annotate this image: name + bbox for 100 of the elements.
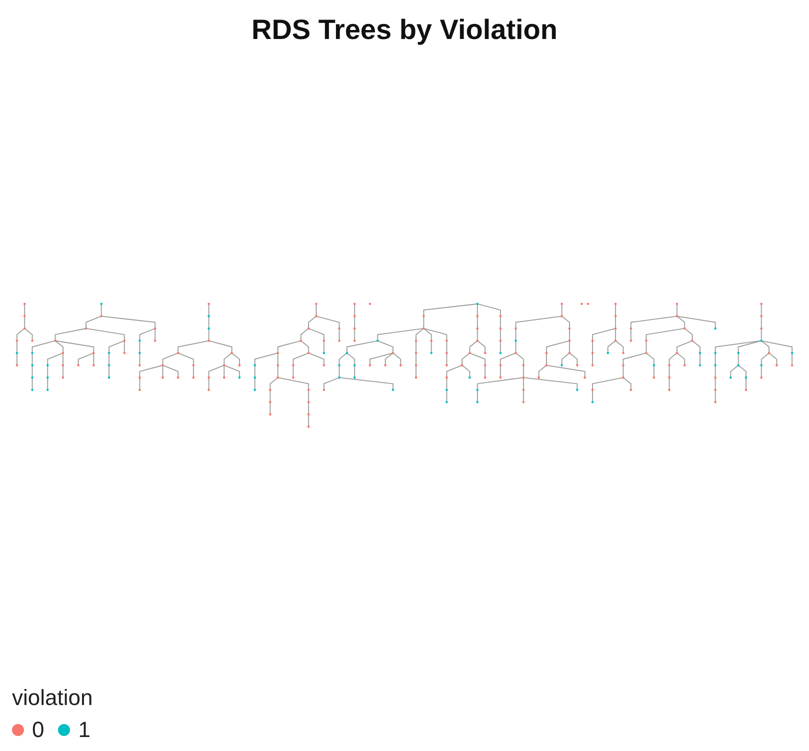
node-circle [499, 340, 502, 342]
connector [500, 353, 516, 366]
connector [354, 304, 356, 316]
connector [646, 341, 647, 353]
node-circle [307, 401, 310, 404]
connector [277, 340, 301, 353]
node-circle [691, 340, 694, 342]
node-circle [630, 340, 632, 342]
node-circle [392, 352, 394, 354]
node-circle [353, 376, 356, 379]
node-circle [322, 352, 326, 354]
node-circle [630, 328, 632, 330]
node-circle [307, 388, 310, 392]
node-circle [591, 340, 594, 342]
connector [393, 353, 402, 366]
connector [569, 328, 570, 341]
node-circle [760, 315, 763, 318]
connector [677, 316, 686, 328]
node-circle [46, 388, 49, 392]
connector [676, 304, 678, 316]
connector [254, 366, 256, 378]
connector [354, 366, 356, 378]
connector [500, 366, 501, 378]
node-circle [714, 376, 716, 379]
connector [730, 366, 738, 378]
connector [139, 354, 140, 366]
connector [108, 340, 124, 353]
node-circle [630, 388, 632, 392]
node-circle [614, 315, 617, 318]
node-circle [108, 376, 110, 379]
connector [738, 340, 762, 353]
connector [208, 365, 224, 378]
connector [16, 341, 18, 353]
connector [32, 354, 33, 366]
connector [476, 377, 524, 390]
node-circle [192, 376, 195, 379]
node-circle [499, 315, 502, 318]
connector [469, 340, 478, 353]
node-circle [476, 388, 479, 392]
node-circle [292, 364, 294, 367]
node-circle [23, 302, 26, 306]
connector [478, 304, 501, 316]
node-circle [538, 376, 540, 379]
node-circle [760, 376, 763, 379]
connector [224, 365, 240, 378]
connector [760, 353, 769, 366]
connector [301, 340, 310, 353]
node-circle [514, 352, 517, 354]
connector [738, 366, 746, 378]
connector [714, 340, 762, 353]
node-circle [560, 315, 563, 318]
node-circle [499, 376, 502, 379]
connector [561, 353, 570, 366]
connector [224, 353, 232, 366]
connector [430, 341, 432, 353]
connector [476, 390, 478, 402]
node-circle [307, 328, 310, 330]
connector [139, 341, 140, 353]
node-circle [499, 364, 502, 367]
node-circle [123, 340, 126, 342]
connector [163, 365, 179, 378]
node-circle [614, 328, 617, 330]
node-circle [31, 340, 34, 342]
connector [208, 304, 210, 316]
connector [760, 328, 762, 341]
node-circle [16, 352, 18, 354]
node-circle [338, 340, 340, 342]
connector [500, 328, 501, 341]
node-circle [307, 426, 310, 428]
connector [762, 340, 770, 353]
legend-label: 0 [32, 717, 44, 743]
connector [423, 304, 478, 316]
connector [424, 328, 448, 341]
node-circle [499, 328, 502, 330]
connector [316, 316, 340, 328]
connector [208, 328, 210, 341]
connector [478, 340, 486, 353]
node-circle [154, 328, 156, 330]
connector [139, 365, 162, 378]
node-circle [514, 328, 517, 330]
connector [278, 377, 310, 390]
node-circle [338, 376, 340, 379]
node-circle [698, 364, 702, 367]
node-circle [591, 364, 594, 367]
connector [300, 328, 308, 341]
node-circle [484, 376, 486, 379]
connector [154, 328, 156, 341]
connector [738, 354, 739, 366]
connector [523, 366, 524, 378]
connector [124, 341, 125, 353]
connector [653, 366, 654, 378]
connector [338, 366, 340, 378]
node-circle [322, 340, 326, 342]
connector [139, 378, 140, 390]
connector [277, 354, 278, 366]
node-circle [446, 364, 448, 367]
connector [615, 328, 616, 341]
node-circle [676, 302, 678, 306]
connector [562, 316, 570, 328]
connector [615, 304, 616, 316]
